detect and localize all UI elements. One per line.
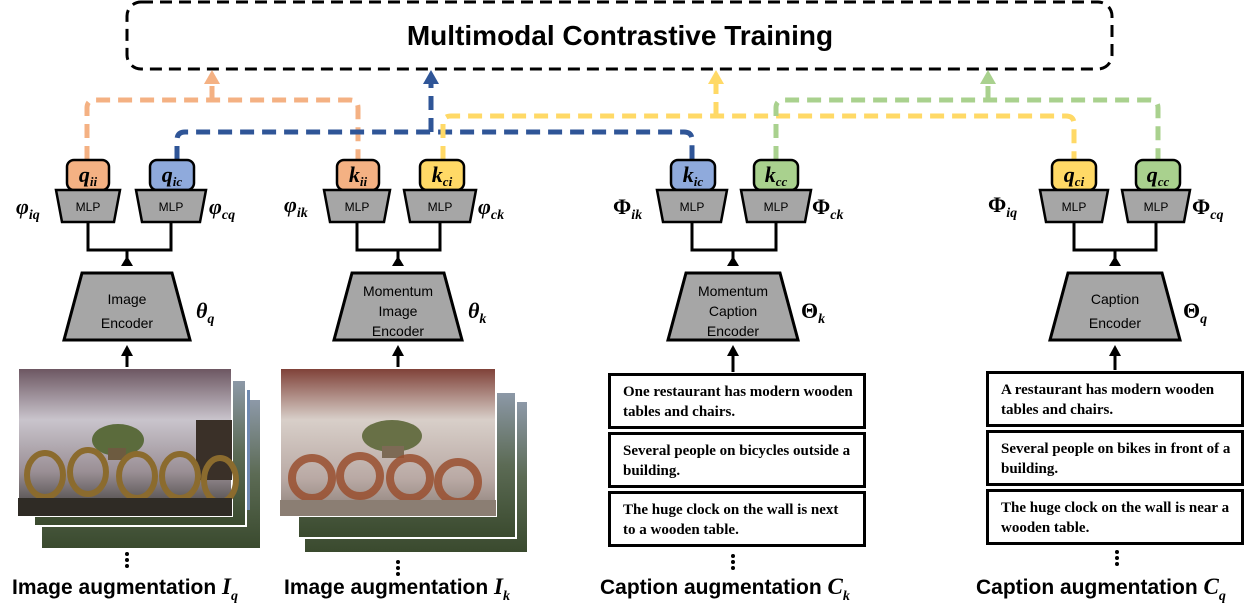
column-labels: Image augmentation Iq Image augmentation… <box>12 574 1226 604</box>
svg-text:qic: qic <box>162 162 183 189</box>
fork-arrowheads <box>121 256 1121 266</box>
yellow-connector <box>440 82 1077 160</box>
head-q-ii: qii <box>65 158 111 192</box>
blue-arrowhead <box>423 70 439 84</box>
head-k-cc: kcc <box>752 158 800 192</box>
image-stack-k <box>279 367 527 552</box>
svg-text:qii: qii <box>79 162 98 189</box>
svg-text:φcq: φcq <box>209 194 235 223</box>
mlp-label: MLP <box>428 200 453 214</box>
mlp-label: MLP <box>1144 200 1169 214</box>
head-q-ci: qci <box>1050 158 1098 192</box>
svg-text:Caption augmentation Cq: Caption augmentation Cq <box>976 574 1226 604</box>
head-k-ci: kci <box>418 158 466 192</box>
svg-text:Image augmentation Ik: Image augmentation Ik <box>284 574 510 604</box>
mlp-label: MLP <box>680 200 705 214</box>
head-k-ic: kic <box>669 158 717 192</box>
svg-text:Φcq: Φcq <box>1192 194 1223 223</box>
image-stack-q <box>17 367 260 548</box>
caption-k-2: Several people on bicycles outside a bui… <box>608 432 866 488</box>
svg-text:Encoder: Encoder <box>1089 315 1141 331</box>
fork-connectors <box>86 222 1158 266</box>
caption-encoder: Caption Encoder <box>1048 271 1182 342</box>
title-box <box>125 0 1114 71</box>
svg-text:Momentum: Momentum <box>698 283 768 299</box>
svg-text:qcc: qcc <box>1147 162 1170 189</box>
encoder-param-labels: θq θk Θk Θq <box>196 298 1207 327</box>
svg-text:kcc: kcc <box>765 162 788 189</box>
svg-text:φiq: φiq <box>16 194 40 223</box>
caption-q-3: The huge clock on the wall is near a woo… <box>986 489 1244 545</box>
title: Multimodal Contrastive Training <box>407 20 833 51</box>
svg-text:Φck: Φck <box>812 194 843 223</box>
svg-text:qci: qci <box>1064 162 1085 189</box>
svg-text:Φiq: Φiq <box>988 192 1017 221</box>
yellow-arrowhead <box>708 70 724 84</box>
head-param-labels: φiq φcq φik φck Φik Φck Φiq Φcq <box>16 192 1223 223</box>
svg-text:kic: kic <box>683 162 704 189</box>
blue-connector <box>174 82 695 160</box>
caption-q-1: A restaurant has modern wooden tables an… <box>986 371 1244 427</box>
svg-text:Φik: Φik <box>613 194 642 223</box>
momentum-image-encoder: Momentum Image Encoder <box>332 271 464 342</box>
svg-text:Image: Image <box>379 303 418 319</box>
mlp-label: MLP <box>345 200 370 214</box>
svg-text:Image: Image <box>108 291 147 307</box>
mlp-label: MLP <box>1062 200 1087 214</box>
green-connector <box>773 82 1161 160</box>
svg-text:Caption augmentation Ck: Caption augmentation Ck <box>600 574 850 604</box>
svg-text:Θk: Θk <box>801 298 825 327</box>
svg-text:φik: φik <box>284 192 308 221</box>
mlp-labels: MLP MLP MLP MLP MLP MLP MLP MLP <box>76 200 1169 214</box>
svg-text:θk: θk <box>468 298 486 327</box>
green-arrowhead <box>980 70 996 84</box>
head-k-ii: kii <box>335 158 381 192</box>
orange-arrowhead <box>204 70 220 84</box>
svg-text:Encoder: Encoder <box>372 323 424 339</box>
caption-q-2: Several people on bikes in front of a bu… <box>986 430 1244 486</box>
mlp-label: MLP <box>764 200 789 214</box>
head-q-cc: qcc <box>1134 158 1182 192</box>
input-arrows <box>121 345 1121 372</box>
caption-k-3: The huge clock on the wall is next to a … <box>608 491 866 547</box>
svg-text:Encoder: Encoder <box>707 323 759 339</box>
svg-text:Image augmentation Iq: Image augmentation Iq <box>12 574 238 604</box>
head-q-ic: qic <box>148 158 196 192</box>
svg-text:Caption: Caption <box>1091 291 1139 307</box>
svg-text:Momentum: Momentum <box>363 283 433 299</box>
caption-k-1: One restaurant has modern wooden tables … <box>608 373 866 429</box>
momentum-caption-encoder: Momentum Caption Encoder <box>666 271 800 342</box>
svg-text:Caption: Caption <box>709 303 757 319</box>
mlp-label: MLP <box>159 200 184 214</box>
svg-text:θq: θq <box>196 298 214 327</box>
ellipsis-dots <box>125 550 1119 576</box>
mlp-label: MLP <box>76 200 101 214</box>
svg-text:Encoder: Encoder <box>101 315 153 331</box>
svg-text:kii: kii <box>349 162 368 189</box>
orange-connector <box>84 82 361 160</box>
svg-text:kci: kci <box>432 162 453 189</box>
svg-text:Θq: Θq <box>1183 298 1207 327</box>
mlp-blocks <box>54 188 1192 224</box>
image-encoder: Image Encoder <box>62 271 192 342</box>
svg-text:φck: φck <box>478 194 504 223</box>
